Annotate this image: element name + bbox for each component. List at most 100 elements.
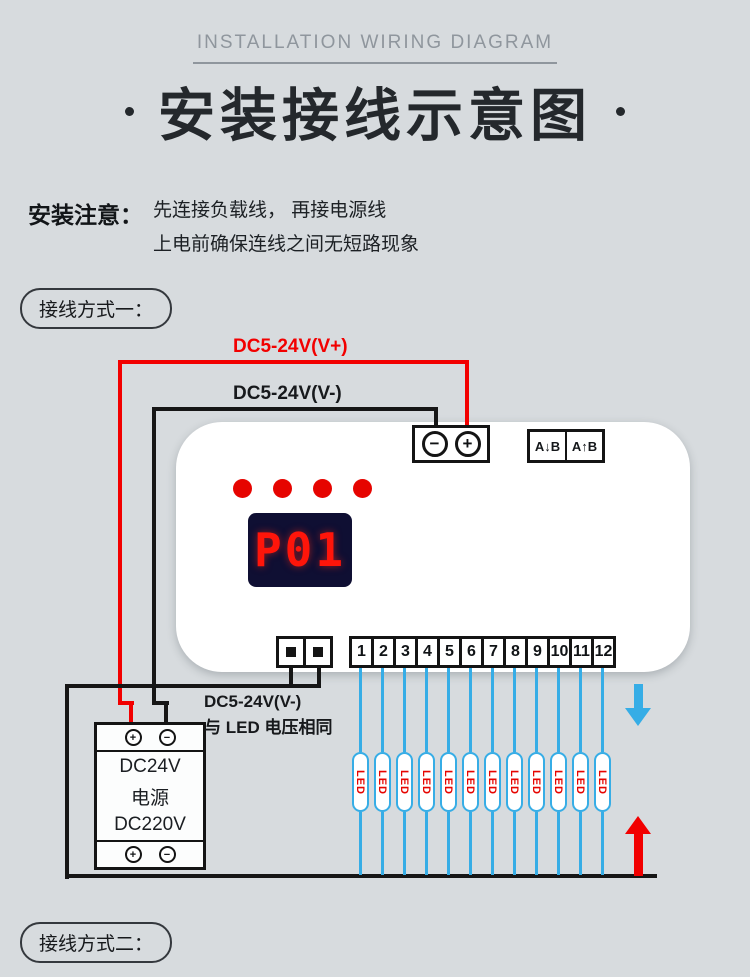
status-indicators [233,479,372,498]
led-wire [402,812,406,875]
led-wire [424,668,428,752]
led-module-label: LED [552,769,564,795]
vminus-wire-jog [152,701,169,705]
led-channel: LED [591,668,613,875]
psu-dc-plus-terminal: + [124,729,142,746]
led-wire [380,668,384,752]
led-module-label: LED [442,769,454,795]
address-switch: A↓B A↑B [527,429,605,463]
wiring-method-2-label: 接线方式二： [20,922,173,963]
psu-input-voltage: DC220V [114,813,186,835]
output-terminal-strip: 1 2 3 4 5 6 7 8 9 10 11 12 [349,636,616,668]
vminus-wire-drop [434,407,438,428]
led-module: LED [351,752,369,812]
led-channel: LED [371,668,393,875]
address-switch-down-label: A↓B [530,432,567,460]
led-module-label: LED [354,769,366,795]
led-module: LED [505,752,523,812]
led-channel: LED [569,668,591,875]
led-module: LED [571,752,589,812]
led-wire [556,812,560,875]
arrow-head [625,816,651,834]
led-wire [600,812,604,875]
signal-down-arrow-icon [625,684,651,726]
load-terminal-wire-2 [317,666,321,688]
led-channel: LED [503,668,525,875]
led-module: LED [483,752,501,812]
output-terminal-11: 11 [569,636,594,668]
english-subtitle: INSTALLATION WIRING DIAGRAM [192,32,558,64]
led-module-label: LED [530,769,542,795]
power-supply: + − DC24V 电源 DC220V + − [94,722,206,870]
psu-ac-minus-terminal: − [158,846,176,863]
led-wire [556,668,560,752]
led-wire [468,668,472,752]
output-terminal-8: 8 [503,636,528,668]
vplus-wire-horizontal [118,360,469,364]
led-module-label: LED [574,769,586,795]
title-row: 安装接线示意图 [0,70,750,152]
led-wire [490,668,494,752]
vplus-wire-label: DC5-24V(V+) [233,336,348,357]
psu-ac-terminals: + − [97,840,203,867]
psu-dc-terminals: + − [97,725,203,752]
arrow-shaft [633,834,643,876]
vminus-wire-left-vertical [152,407,156,705]
psu-ac-plus-terminal: + [124,846,142,863]
led-channel: LED [481,668,503,875]
led-channel: LED [415,668,437,875]
return-loop-top [65,684,321,688]
return-loop-left [65,684,69,879]
led-module: LED [439,752,457,812]
led-module: LED [527,752,545,812]
led-module: LED [373,752,391,812]
led-wire [490,812,494,875]
led-wire [512,668,516,752]
led-module-label: LED [508,769,520,795]
output-terminal-12: 12 [591,636,616,668]
led-module: LED [395,752,413,812]
segment-display: P01 [248,513,352,587]
led-channel: LED [393,668,415,875]
status-led [273,479,292,498]
led-wire [380,812,384,875]
load-terminal-2 [303,636,333,668]
load-vminus-note: 与 LED 电压相同 [204,718,333,737]
psu-name: 电源 [130,787,169,809]
led-wire [534,668,538,752]
led-wire [402,668,406,752]
psu-output-voltage: DC24V [119,756,181,778]
led-module-label: LED [398,769,410,795]
led-module: LED [461,752,479,812]
vplus-wire-jog [118,701,134,705]
led-channel: LED [437,668,459,875]
led-module: LED [593,752,611,812]
vminus-wire-horizontal [152,407,438,411]
load-terminal-wire-1 [289,666,293,688]
output-terminal-5: 5 [437,636,462,668]
install-notice-line1: 先连接负载线， 再接电源线 [153,200,387,221]
led-module-label: LED [596,769,608,795]
psu-dc-minus-terminal: − [158,729,176,746]
led-wire [358,668,362,752]
led-channel: LED [547,668,569,875]
wiring-method-1-label: 接线方式一： [20,288,173,329]
led-channel: LED [525,668,547,875]
install-notice-line2: 上电前确保连线之间无短路现象 [153,234,420,255]
terminal-pin-icon [286,647,296,657]
decorative-dot-right [616,106,625,116]
arrow-head [625,708,651,726]
led-channel: LED [459,668,481,875]
vminus-wire-to-psu [164,701,168,727]
led-module-array: LED LED LED LED LED LED LED LED LED LED … [349,668,613,875]
led-wire [578,668,582,752]
led-wire [446,668,450,752]
vminus-wire-label: DC5-24V(V-) [233,383,342,404]
terminal-pin-icon [313,647,323,657]
power-input-minus-terminal: − [421,431,448,457]
status-led [233,479,252,498]
address-switch-up-label: A↑B [571,438,598,454]
led-module-label: LED [486,769,498,795]
load-terminal-1 [276,636,306,668]
led-wire [446,812,450,875]
